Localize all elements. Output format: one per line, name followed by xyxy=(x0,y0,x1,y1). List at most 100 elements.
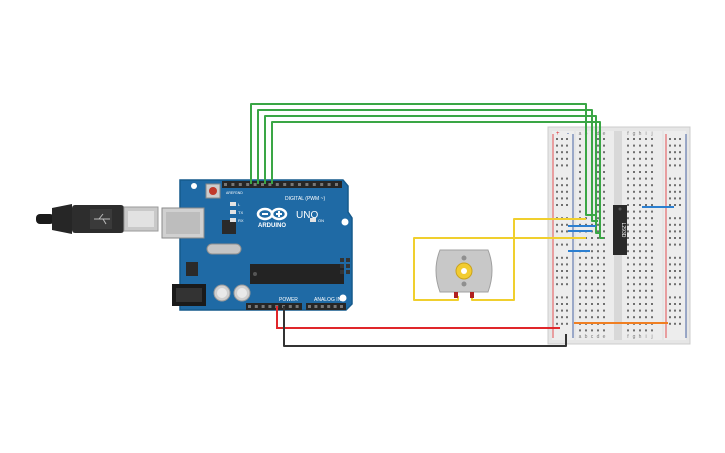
breadboard-hole[interactable] xyxy=(603,184,605,187)
breadboard-hole[interactable] xyxy=(627,289,629,292)
breadboard-hole[interactable] xyxy=(591,237,593,239)
breadboard-hole[interactable] xyxy=(679,270,681,272)
breadboard-hole[interactable] xyxy=(579,144,581,147)
breadboard-hole[interactable] xyxy=(669,303,671,305)
breadboard-hole[interactable] xyxy=(561,138,563,140)
breadboard-hole[interactable] xyxy=(627,296,629,299)
breadboard-hole[interactable] xyxy=(561,263,563,266)
breadboard-hole[interactable] xyxy=(679,197,681,200)
breadboard-hole[interactable] xyxy=(597,223,599,226)
digital-pin[interactable] xyxy=(224,183,227,186)
breadboard-hole[interactable] xyxy=(674,309,676,312)
breadboard-hole[interactable] xyxy=(561,223,563,226)
breadboard-hole[interactable] xyxy=(603,197,605,200)
breadboard-hole[interactable] xyxy=(603,263,605,266)
breadboard-hole[interactable] xyxy=(651,171,653,173)
breadboard-hole[interactable] xyxy=(674,283,676,286)
breadboard-hole[interactable] xyxy=(633,237,635,239)
breadboard-hole[interactable] xyxy=(669,243,671,246)
breadboard-hole[interactable] xyxy=(627,171,629,173)
breadboard-hole[interactable] xyxy=(669,230,671,233)
breadboard-hole[interactable] xyxy=(597,316,599,319)
breadboard-hole[interactable] xyxy=(627,263,629,266)
breadboard-hole[interactable] xyxy=(639,329,641,332)
breadboard-hole[interactable] xyxy=(627,151,629,154)
breadboard-hole[interactable] xyxy=(633,296,635,299)
breadboard-hole[interactable] xyxy=(651,230,653,233)
breadboard-hole[interactable] xyxy=(597,217,599,220)
breadboard-hole[interactable] xyxy=(627,197,629,200)
digital-pin[interactable] xyxy=(283,183,287,186)
breadboard-hole[interactable] xyxy=(679,309,681,312)
breadboard-hole[interactable] xyxy=(579,329,581,332)
breadboard-hole[interactable] xyxy=(645,177,647,180)
breadboard-hole[interactable] xyxy=(669,204,671,206)
breadboard-hole[interactable] xyxy=(639,303,641,305)
breadboard-hole[interactable] xyxy=(674,164,676,167)
breadboard-hole[interactable] xyxy=(597,256,599,259)
breadboard-hole[interactable] xyxy=(674,217,676,220)
breadboard-hole[interactable] xyxy=(561,230,563,233)
breadboard-hole[interactable] xyxy=(645,309,647,312)
breadboard-hole[interactable] xyxy=(627,256,629,259)
breadboard-hole[interactable] xyxy=(627,223,629,226)
breadboard-hole[interactable] xyxy=(627,138,629,140)
breadboard-hole[interactable] xyxy=(603,276,605,279)
breadboard-hole[interactable] xyxy=(633,256,635,259)
breadboard-hole[interactable] xyxy=(597,289,599,292)
breadboard-hole[interactable] xyxy=(561,283,563,286)
breadboard-hole[interactable] xyxy=(679,276,681,279)
breadboard-hole[interactable] xyxy=(579,256,581,259)
breadboard-hole[interactable] xyxy=(591,276,593,279)
breadboard-hole[interactable] xyxy=(597,270,599,272)
breadboard-hole[interactable] xyxy=(627,243,629,246)
breadboard-hole[interactable] xyxy=(556,138,558,140)
breadboard-hole[interactable] xyxy=(669,177,671,180)
power-pin[interactable] xyxy=(268,305,272,308)
breadboard-hole[interactable] xyxy=(556,223,558,226)
breadboard-hole[interactable] xyxy=(679,223,681,226)
breadboard-hole[interactable] xyxy=(579,303,581,305)
breadboard-hole[interactable] xyxy=(633,204,635,206)
breadboard-hole[interactable] xyxy=(633,197,635,200)
breadboard-hole[interactable] xyxy=(556,164,558,167)
breadboard-hole[interactable] xyxy=(633,151,635,154)
breadboard-hole[interactable] xyxy=(597,237,599,239)
breadboard-hole[interactable] xyxy=(651,316,653,319)
breadboard-hole[interactable] xyxy=(633,230,635,233)
breadboard-hole[interactable] xyxy=(633,190,635,193)
breadboard-hole[interactable] xyxy=(603,151,605,154)
breadboard-hole[interactable] xyxy=(651,309,653,312)
breadboard-hole[interactable] xyxy=(633,177,635,180)
breadboard-hole[interactable] xyxy=(597,243,599,246)
breadboard-hole[interactable] xyxy=(645,329,647,332)
breadboard-hole[interactable] xyxy=(556,177,558,180)
breadboard-hole[interactable] xyxy=(579,309,581,312)
breadboard-hole[interactable] xyxy=(633,171,635,173)
breadboard-hole[interactable] xyxy=(645,316,647,319)
breadboard-hole[interactable] xyxy=(627,177,629,180)
breadboard-hole[interactable] xyxy=(645,256,647,259)
breadboard-hole[interactable] xyxy=(556,309,558,312)
breadboard-hole[interactable] xyxy=(651,210,653,213)
breadboard-hole[interactable] xyxy=(627,276,629,279)
breadboard-hole[interactable] xyxy=(561,157,563,160)
digital-pin[interactable] xyxy=(312,183,316,186)
breadboard-hole[interactable] xyxy=(645,171,647,173)
breadboard-hole[interactable] xyxy=(556,230,558,233)
breadboard-hole[interactable] xyxy=(674,263,676,266)
breadboard-hole[interactable] xyxy=(603,303,605,305)
breadboard-hole[interactable] xyxy=(561,197,563,200)
breadboard-hole[interactable] xyxy=(597,164,599,167)
breadboard-hole[interactable] xyxy=(651,283,653,286)
breadboard-hole[interactable] xyxy=(566,223,568,226)
breadboard-hole[interactable] xyxy=(674,296,676,299)
breadboard-hole[interactable] xyxy=(669,138,671,140)
breadboard-hole[interactable] xyxy=(579,223,581,226)
breadboard-hole[interactable] xyxy=(633,309,635,312)
breadboard-hole[interactable] xyxy=(591,309,593,312)
breadboard-hole[interactable] xyxy=(579,184,581,187)
breadboard-hole[interactable] xyxy=(674,184,676,187)
breadboard-hole[interactable] xyxy=(603,138,605,140)
breadboard-hole[interactable] xyxy=(639,157,641,160)
